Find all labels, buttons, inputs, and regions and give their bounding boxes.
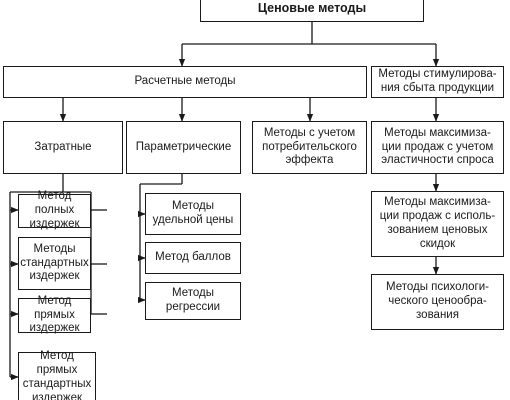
max-elasticity-line-1: Методы максимиза-: [384, 126, 491, 139]
standard-costs-line-3: издержек: [29, 270, 80, 283]
max-discounts-line-1: Методы максимиза-: [384, 196, 491, 209]
regression-line-2: регрессии: [165, 301, 221, 313]
calc-methods-label: Расчетные методы: [134, 75, 236, 88]
root-label: Ценовые методы: [257, 0, 367, 15]
consumer-effect-node: Методы с учетом потребительского эффекта: [252, 121, 367, 174]
costly-node: Затратные: [3, 121, 123, 174]
direct-costs-line-2: издержек: [29, 322, 80, 335]
max-discounts-line-4: скидок: [419, 237, 456, 250]
psychological-line-1: Методы психологи-: [385, 281, 490, 294]
full-costs-line-1: Метод полных: [34, 190, 75, 217]
standard-costs-line-1: Методы: [33, 242, 76, 255]
direct-costs-node: Метод прямых издержек: [18, 294, 91, 335]
stimulation-line-1: Методы стимулирова-: [378, 68, 497, 81]
parametric-label: Параметрические: [135, 140, 232, 153]
stimulation-node: Методы стимулирова- ния сбыта продукции: [371, 66, 504, 98]
points-node: Метод баллов: [145, 242, 241, 274]
consumer-effect-line-2: потребительского: [262, 140, 357, 153]
parametric-node: Параметрические: [126, 121, 241, 174]
max-discounts-line-2: ции продаж с исполь-: [379, 210, 496, 223]
unit-price-node: Методы удельной цены: [145, 193, 241, 235]
costly-label: Затратные: [34, 140, 92, 153]
direct-standard-line-2: стандартных: [22, 378, 92, 390]
standard-costs-node: Методы стандартных издержек: [18, 237, 91, 290]
psychological-line-3: зования: [416, 308, 459, 321]
psychological-node: Методы психологи- ческого ценообра- зова…: [371, 274, 504, 330]
full-costs-node: Метод полных издержек: [18, 190, 91, 230]
max-elasticity-line-3: эластичности спроса: [381, 154, 494, 167]
consumer-effect-line-3: эффекта: [285, 154, 334, 167]
max-discounts-node: Методы максимиза- ции продаж с исполь- з…: [371, 191, 504, 257]
direct-costs-line-1: Метод прямых: [34, 294, 75, 321]
regression-node: Методы регрессии: [145, 282, 241, 320]
direct-standard-line-3: издержек: [31, 391, 83, 400]
consumer-effect-line-1: Методы с учетом: [263, 126, 356, 139]
calc-methods-node: Расчетные методы: [3, 66, 367, 98]
direct-standard-costs-node: Метод прямых стандартных издержек: [18, 350, 96, 400]
direct-standard-line-1: Метод прямых: [36, 350, 78, 377]
unit-price-line-2: удельной цены: [152, 214, 234, 226]
regression-line-1: Методы: [172, 287, 214, 300]
root-node: Ценовые методы: [200, 0, 424, 22]
max-discounts-line-3: зованием ценовых: [387, 224, 488, 236]
standard-costs-line-2: стандартных: [20, 256, 89, 269]
full-costs-line-2: издержек: [29, 217, 80, 230]
psychological-line-2: ческого ценообра-: [388, 295, 487, 308]
max-elasticity-node: Методы максимиза- ции продаж с учетом эл…: [371, 121, 504, 174]
points-label: Метод баллов: [155, 251, 231, 264]
max-elasticity-line-2: ции продаж с учетом: [381, 140, 494, 153]
unit-price-line-1: Методы: [172, 200, 214, 213]
stimulation-line-2: ния сбыта продукции: [380, 82, 495, 94]
